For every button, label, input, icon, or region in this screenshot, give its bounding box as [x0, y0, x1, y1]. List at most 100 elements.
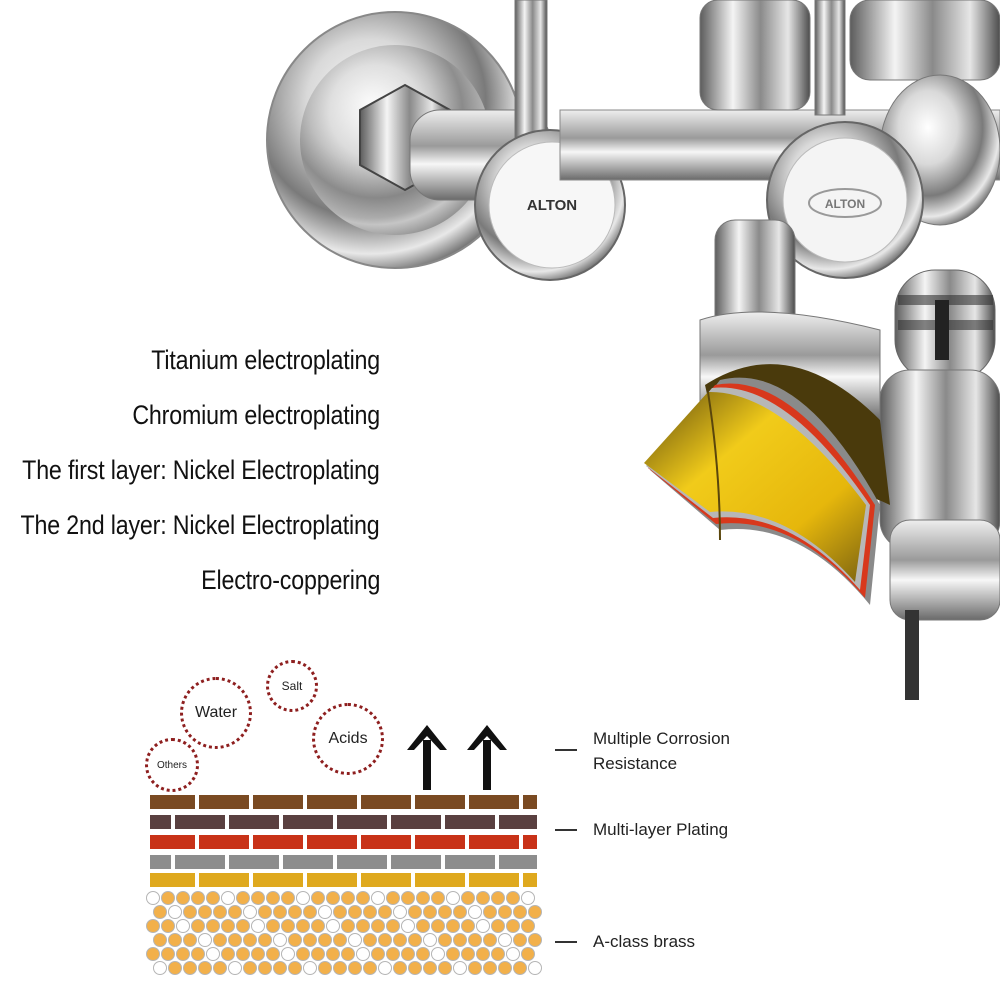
legend-line-plating [555, 829, 577, 831]
brass-particle [176, 919, 190, 933]
legend-resistance-line2: Resistance [593, 754, 678, 773]
brass-particle [453, 905, 467, 919]
brass-particle [318, 905, 332, 919]
brass-particle [446, 891, 460, 905]
plating-brick [499, 855, 537, 869]
brass-particle [386, 919, 400, 933]
brass-particle [146, 891, 160, 905]
brass-particle [513, 961, 527, 975]
legend-plating: Multi-layer Plating [593, 820, 729, 839]
brass-particle [326, 947, 340, 961]
brass-particle [528, 961, 542, 975]
brass-particle [213, 905, 227, 919]
brass-particle [243, 961, 257, 975]
up-arrow-icon [467, 725, 507, 790]
agent-acids: Acids [312, 703, 384, 775]
plating-brick [337, 855, 387, 869]
plating-brick [150, 835, 195, 849]
brass-particle [288, 961, 302, 975]
brass-particle [431, 891, 445, 905]
legend-line-brass [555, 941, 577, 943]
plating-brick [499, 815, 537, 829]
brass-particle [446, 947, 460, 961]
plating-brick [307, 835, 357, 849]
agent-water: Water [180, 677, 252, 749]
plating-brick [415, 795, 465, 809]
brass-particle [363, 933, 377, 947]
brass-particle [423, 905, 437, 919]
plating-brick [253, 795, 303, 809]
brass-particle [161, 919, 175, 933]
brass-particle [423, 961, 437, 975]
brass-particle [258, 905, 272, 919]
brass-particle [183, 933, 197, 947]
brass-particle [198, 905, 212, 919]
brass-particle [221, 891, 235, 905]
brass-particle [423, 933, 437, 947]
brass-particle [236, 919, 250, 933]
brass-particle [296, 947, 310, 961]
plating-brick [445, 815, 495, 829]
legend-line-resistance [555, 749, 577, 751]
brass-particle [506, 891, 520, 905]
brass-particle [251, 891, 265, 905]
brass-particle [311, 947, 325, 961]
plating-brick [523, 873, 537, 887]
brass-particle [296, 891, 310, 905]
brass-particle [228, 905, 242, 919]
layer-label-nickel-2: The 2nd layer: Nickel Electroplating [20, 510, 380, 540]
brass-particle [213, 961, 227, 975]
brass-particle [153, 905, 167, 919]
brass-particle [333, 905, 347, 919]
brass-particle [198, 933, 212, 947]
brass-particle [326, 891, 340, 905]
plating-brick [391, 815, 441, 829]
brass-particle [183, 961, 197, 975]
plating-brick [229, 815, 279, 829]
plating-brick [283, 855, 333, 869]
plating-layer-diagram [146, 795, 542, 975]
brass-particle [273, 905, 287, 919]
plating-brick [150, 795, 195, 809]
brand-logo-2: ALTON [825, 197, 865, 211]
brass-particle [213, 933, 227, 947]
brass-particle [453, 933, 467, 947]
plating-brick [283, 815, 333, 829]
brass-particle [393, 961, 407, 975]
layer-label-copper: Electro-coppering [200, 565, 380, 595]
brass-particle [513, 905, 527, 919]
plating-brick [391, 855, 441, 869]
plating-brick [253, 835, 303, 849]
agent-others: Others [145, 738, 199, 792]
brass-particle [408, 961, 422, 975]
brass-particle [468, 905, 482, 919]
brass-particle [348, 961, 362, 975]
brass-particle [356, 947, 370, 961]
brass-particle [483, 961, 497, 975]
brass-particle [371, 891, 385, 905]
brass-particle [243, 933, 257, 947]
brass-particle [168, 961, 182, 975]
brass-particle [401, 919, 415, 933]
plating-brick [199, 795, 249, 809]
brass-particle [348, 905, 362, 919]
brass-particle [521, 947, 535, 961]
brass-particle [288, 933, 302, 947]
brass-particle [191, 919, 205, 933]
plating-brick [307, 795, 357, 809]
plating-brick [150, 855, 171, 869]
brass-particle [266, 947, 280, 961]
brass-particle [333, 961, 347, 975]
legend-resistance-line1: Multiple Corrosion [593, 729, 730, 748]
brass-particle [206, 891, 220, 905]
plating-brick [469, 795, 519, 809]
brass-particle [161, 947, 175, 961]
brass-particle [318, 933, 332, 947]
brass-particle [356, 891, 370, 905]
brass-particle [521, 891, 535, 905]
brass-particle [288, 905, 302, 919]
brass-particle [363, 905, 377, 919]
brass-particle [206, 947, 220, 961]
brass-particle [446, 919, 460, 933]
